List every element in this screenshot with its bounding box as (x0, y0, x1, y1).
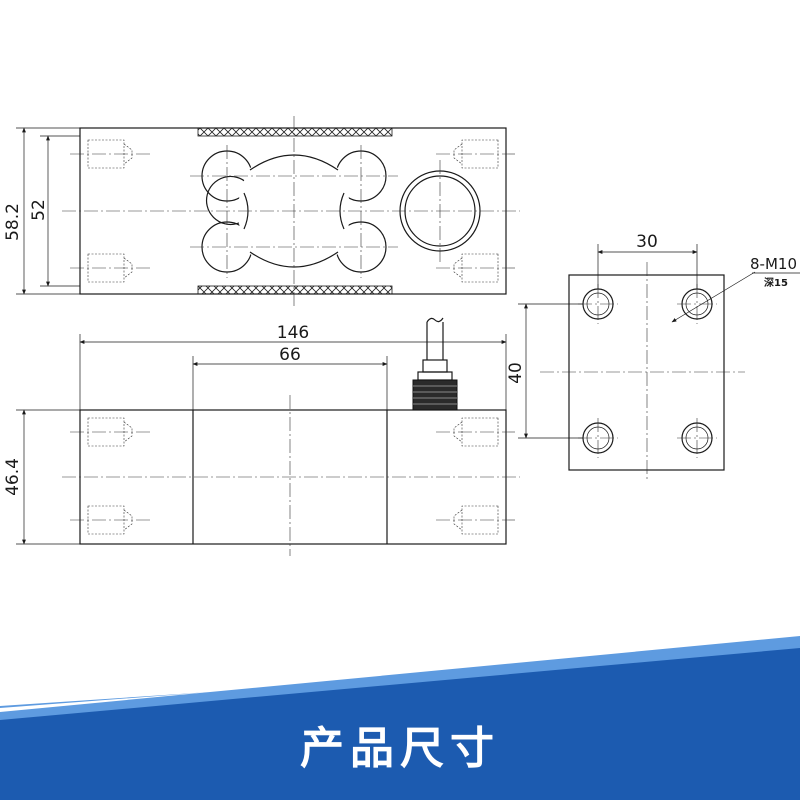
side-view-centerlines (62, 395, 520, 556)
side-view-hidden-bolts (87, 417, 499, 535)
bottom-knurl-strip (197, 285, 393, 295)
top-view-centerlines (62, 116, 520, 306)
banner-light-stripe (0, 692, 210, 708)
dim-length-total: 146 (277, 323, 309, 343)
end-view: 30 40 8-M10 深15 (506, 232, 800, 482)
top-knurl-strip (197, 127, 393, 137)
thread-spec-label: 8-M10 (750, 255, 797, 273)
dim-length-mid: 66 (279, 345, 301, 365)
side-view: 146 66 46.4 (3, 317, 520, 556)
thread-leader (671, 271, 756, 323)
dim-side-height: 46.4 (3, 458, 23, 496)
end-view-centerlines (540, 262, 745, 482)
banner (0, 636, 800, 800)
end-view-outline (568, 274, 725, 471)
dim-height-outer: 58.2 (3, 203, 23, 241)
threaded-holes (582, 288, 713, 454)
banner-main-band (0, 648, 800, 800)
banner-title: 产品尺寸 (300, 723, 500, 774)
cable-connector (412, 317, 458, 411)
dim-hole-pitch-x: 30 (636, 232, 658, 252)
dim-height-inner: 52 (29, 199, 49, 221)
dim-hole-pitch-y: 40 (506, 362, 526, 384)
top-view: 58.2 52 (3, 116, 520, 306)
thread-depth-label: 深15 (764, 276, 788, 289)
